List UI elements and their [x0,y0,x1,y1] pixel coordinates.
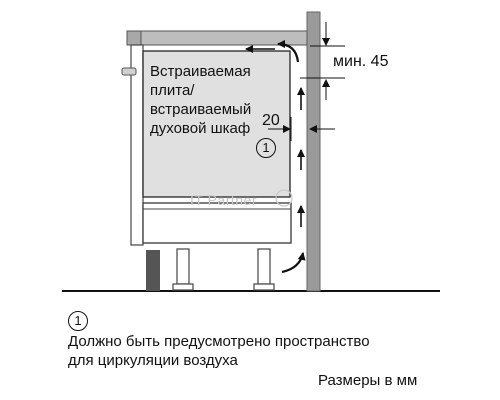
appliance-label-line-1: Встраиваемая [150,63,251,80]
cabinet-foot-right [253,283,275,291]
watermark-logo-icon [275,189,293,207]
legend-note-line-2: для циркуляции воздуха [68,352,238,369]
callout-number: 1 [256,138,276,158]
appliance-label-line-2: плита/ [150,82,195,99]
legend-note-line-1: Должно быть предусмотрено пространство [68,333,370,350]
units-note: Размеры в мм [318,372,418,389]
legend-note: Должно быть предусмотрено пространство д… [68,332,370,370]
plinth [146,250,160,291]
dim-side-label: 20 [262,112,280,129]
appliance-label-line-3: встраиваемый [150,101,252,118]
dim-top-label: мин. 45 [333,53,389,70]
cabinet-leg-right [257,248,271,285]
watermark-text: IT Partner [190,192,257,208]
cabinet-foot-left [172,283,194,291]
cabinet-leg-left [176,248,190,285]
worktop [129,30,308,46]
airflow-arrow-curve-top [277,40,300,63]
legend-number: 1 [68,311,88,331]
appliance-label: Встраиваемая плита/ встраиваемый духовой… [150,62,251,138]
wall [306,11,321,292]
built-in-appliance [142,50,291,198]
cabinet-base-drawer [142,202,292,244]
airflow-arrow-curve-bottom [281,252,306,274]
worktop-front-edge [126,30,142,46]
appliance-label-line-4: духовой шкаф [150,120,251,137]
cabinet-handle [121,67,137,76]
